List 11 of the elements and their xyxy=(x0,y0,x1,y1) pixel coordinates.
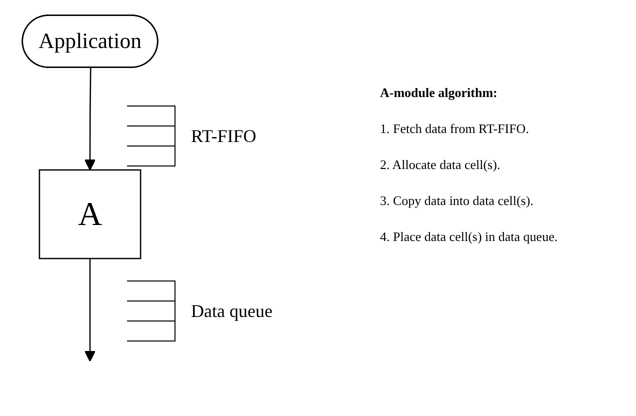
arrow xyxy=(84,68,96,170)
algorithm-step: 2. Allocate data cell(s). xyxy=(380,157,630,173)
process-box: A xyxy=(38,169,142,260)
algorithm-step: 3. Copy data into data cell(s). xyxy=(380,193,630,209)
queue-label: Data queue xyxy=(191,300,272,322)
algorithm-heading: A-module algorithm: xyxy=(380,85,498,101)
queue-label: RT-FIFO xyxy=(191,126,256,146)
algorithm-step: 4. Place data cell(s) in data queue. xyxy=(380,229,630,245)
terminal-ellipse: Application xyxy=(22,14,158,68)
arrow xyxy=(84,258,96,362)
algorithm-step: 1. Fetch data from RT-FIFO. xyxy=(380,121,630,137)
